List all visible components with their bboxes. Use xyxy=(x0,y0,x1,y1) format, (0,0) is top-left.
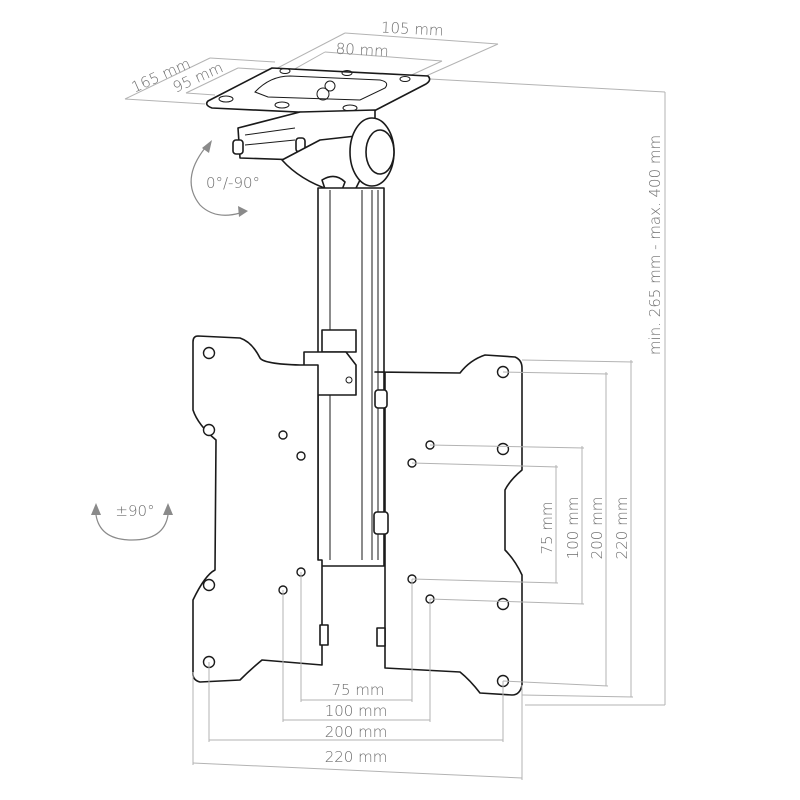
swivel-rotation-arrow-icon xyxy=(91,503,173,541)
vesa-vertical-75-label: 75 mm xyxy=(538,501,556,554)
plate-width-inner-label: 80 mm xyxy=(335,40,389,61)
vesa-dimension-lines xyxy=(192,359,634,780)
plate-width-outer-label: 105 mm xyxy=(381,18,444,39)
vesa-vertical-100-label: 100 mm xyxy=(564,497,582,560)
vesa-plate xyxy=(192,335,523,696)
vesa-horizontal-200-label: 200 mm xyxy=(325,723,388,741)
vesa-vertical-220-label: 220 mm xyxy=(613,497,631,560)
tilt-head xyxy=(232,109,395,196)
vesa-horizontal-100-label: 100 mm xyxy=(325,702,388,720)
height-range-label: min. 265 mm - max. 400 mm xyxy=(646,135,664,355)
ceiling-plate xyxy=(205,67,431,116)
vesa-horizontal-75-label: 75 mm xyxy=(331,681,384,699)
tilt-rotation-arrow-icon xyxy=(190,140,248,217)
tilt-range-label: 0°/-90° xyxy=(206,174,260,192)
vesa-horizontal-220-label: 220 mm xyxy=(325,748,388,766)
swivel-range-label: ±90° xyxy=(115,502,154,520)
telescopic-column xyxy=(303,187,385,650)
vesa-vertical-200-label: 200 mm xyxy=(588,497,606,560)
